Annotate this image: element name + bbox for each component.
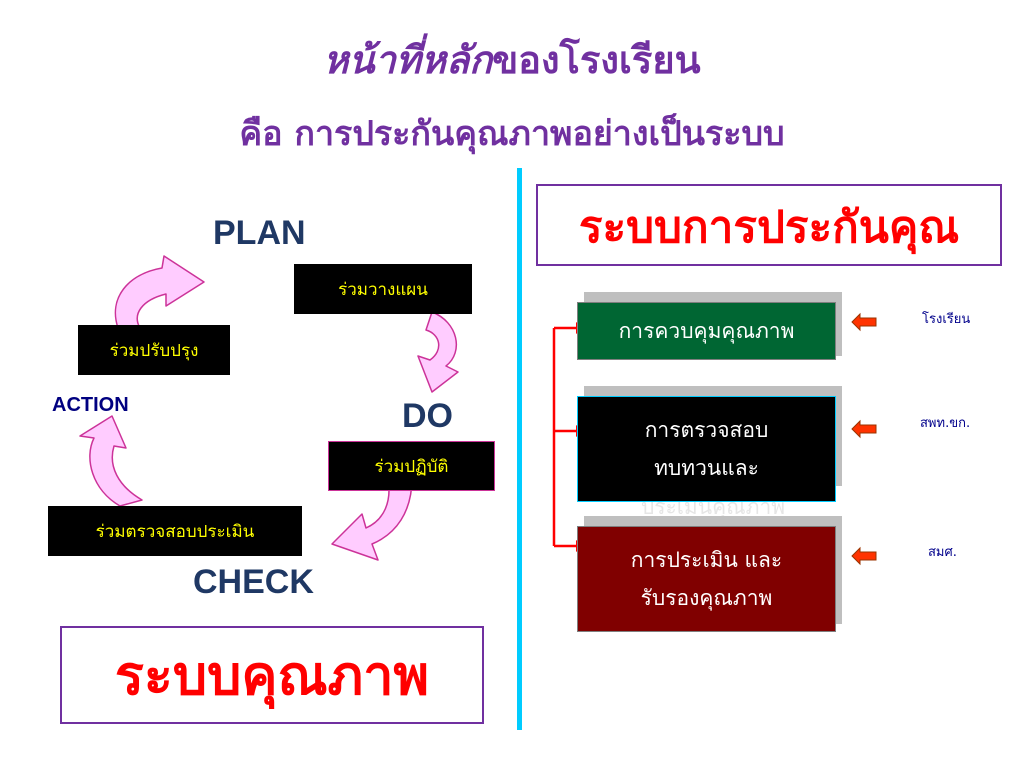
arrow-icon-school	[851, 312, 877, 332]
org-label-esa: สพท.ขก.	[920, 416, 971, 431]
do-box: ร่วมปฏิบัติ	[328, 441, 495, 491]
qa-item-3-line2: รับรองคุณภาพ	[640, 586, 773, 610]
arrow-check-to-action	[79, 415, 143, 507]
arrow-do-to-check	[331, 477, 413, 561]
qa-system-title-box: ระบบการประกันคุณภาพ	[536, 184, 1002, 337]
qa-item-2-line1: การตรวจสอบ	[644, 418, 769, 442]
vertical-divider	[517, 168, 522, 730]
plan-label: PLAN	[213, 214, 306, 252]
check-box: ร่วมตรวจสอบประเมิน	[48, 506, 302, 556]
action-box: ร่วมปรับปรุง	[78, 325, 230, 375]
org-label-onesqa: สมศ.	[928, 545, 957, 560]
qa-item-quality-control: การควบคุมคุณภาพ	[577, 302, 836, 360]
qa-item-2-line2: ทบทวนและ	[654, 456, 759, 480]
plan-box: ร่วมวางแผน	[294, 264, 472, 314]
do-label: DO	[402, 397, 453, 435]
arrow-icon-onesqa	[851, 546, 877, 566]
action-label: ACTION	[52, 394, 129, 416]
arrow-plan-to-do	[417, 311, 459, 393]
qa-item-audit-review: การตรวจสอบ ทบทวนและ	[577, 396, 836, 502]
arrow-icon-esa	[851, 419, 877, 439]
check-label: CHECK	[193, 563, 314, 601]
qa-item-evaluation-certification: การประเมิน และ รับรองคุณภาพ	[577, 526, 836, 632]
arrow-action-to-plan	[114, 255, 205, 329]
page-title-rest: ของโรงเรียน	[492, 38, 701, 82]
org-label-school: โรงเรียน	[922, 312, 971, 327]
org-arrows	[851, 312, 877, 566]
pdca-cycle-arrows	[79, 255, 459, 561]
qa-item-1-line1: การควบคุมคุณภาพ	[618, 319, 795, 343]
page-title-italic: หน้าที่หลัก	[323, 38, 493, 82]
qa-item-3-line1: การประเมิน และ	[630, 548, 783, 572]
page-subtitle: คือ การประกันคุณภาพอย่างเป็นระบบ	[239, 114, 785, 154]
quality-system-box: ระบบคุณภาพ	[60, 626, 484, 724]
page-title: หน้าที่หลักของโรงเรียน	[0, 38, 1024, 82]
